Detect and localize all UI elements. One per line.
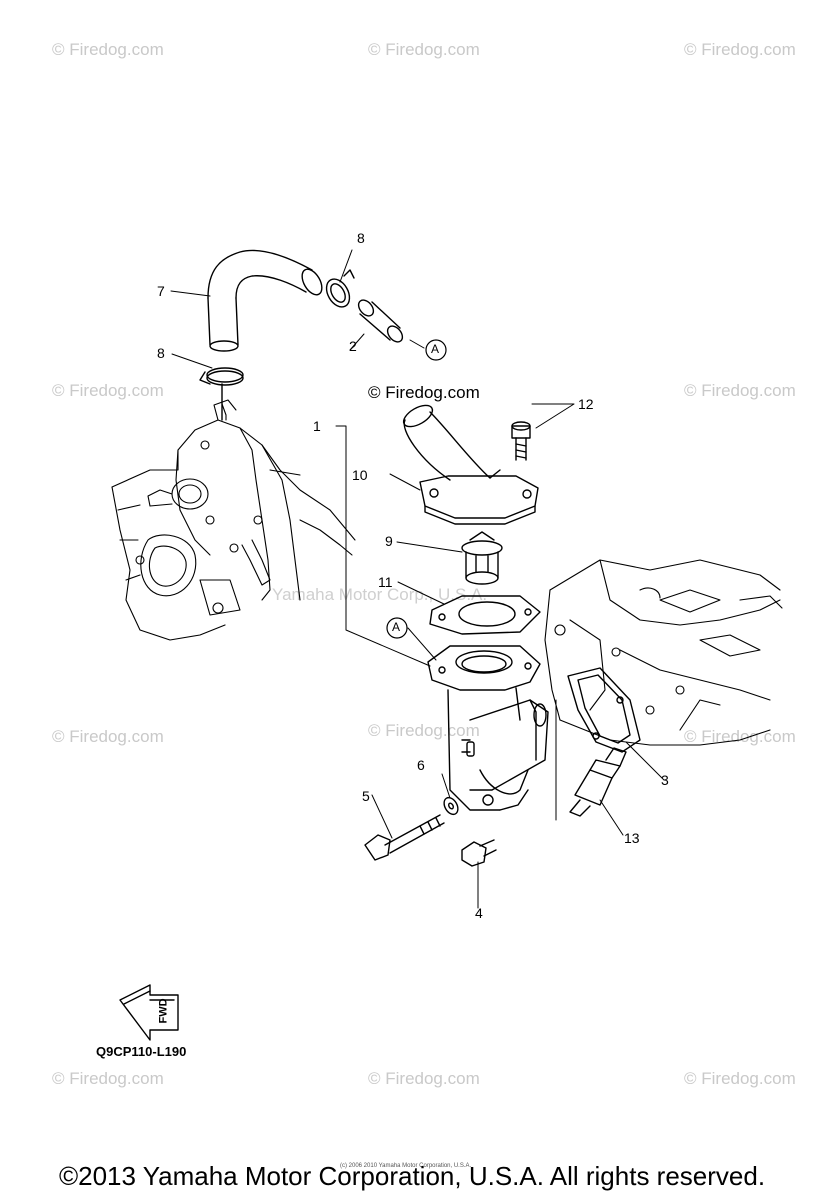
callout-1: 1 [313,418,321,434]
watermark-middle-right: © Firedog.com [684,727,796,746]
diagram-code: Q9CP110-L190 [96,1044,187,1059]
clamp-8-upper [325,269,355,308]
watermark-middle-left: © Firedog.com [52,727,164,746]
connection-mark-a-upper-label: A [431,342,440,356]
watermark-upper-left: © Firedog.com [52,381,164,400]
connection-mark-a-lower-label: A [392,620,401,634]
copyright-footer: ©2013 Yamaha Motor Corporation, U.S.A. A… [58,1161,766,1191]
engine-block-left [111,399,356,641]
callout-11: 11 [378,574,393,590]
clamp-8-lower [199,367,244,386]
callout-13: 13 [624,830,640,846]
callout-10: 10 [352,467,368,483]
callout-6: 6 [417,757,425,773]
callout-8-lower: 8 [157,345,165,361]
watermark-upper-right: © Firedog.com [684,381,796,400]
connection-mark-a-upper [425,339,447,361]
bolt-4 [461,839,497,867]
watermark-middle-center: © Firedog.com [368,721,480,740]
bolt-5 [364,814,445,861]
tiny-copyright-note: (c) 2006 2010 Yamaha Motor Corporation, … [340,1163,472,1169]
engine-block-right [544,559,783,746]
watermark-bottom-right: © Firedog.com [684,1069,796,1088]
hose-7 [207,249,323,352]
callout-5: 5 [362,788,370,804]
callout-2: 2 [349,338,357,354]
connection-mark-a-lower [386,617,408,639]
thermostat-9 [461,531,503,585]
fwd-label: FWD [157,998,170,1024]
callout-7: 7 [157,283,165,299]
watermark-top-right: © Firedog.com [684,40,796,59]
watermark-center: © Firedog.com [368,383,480,402]
thermostat-cover-10 [402,404,539,525]
callout-12: 12 [578,396,594,412]
callout-9: 9 [385,533,393,549]
watermark-bottom-center: © Firedog.com [368,1069,480,1088]
leader-lines [170,249,665,909]
gasket-11 [429,595,541,635]
bolt-12 [511,421,531,461]
watermark-bottom-left: © Firedog.com [52,1069,164,1088]
watermark-top-center: © Firedog.com [368,40,480,59]
washer-6 [443,796,459,816]
callout-3: 3 [661,772,669,788]
callout-4: 4 [475,905,483,921]
temp-sensor-13 [569,747,627,817]
pipe-2 [357,299,404,343]
callout-8-upper: 8 [357,230,365,246]
fwd-arrow [119,984,179,1041]
gasket-3 [567,667,641,753]
watermark-top-left: © Firedog.com [52,40,164,59]
thermostat-housing [427,645,549,811]
